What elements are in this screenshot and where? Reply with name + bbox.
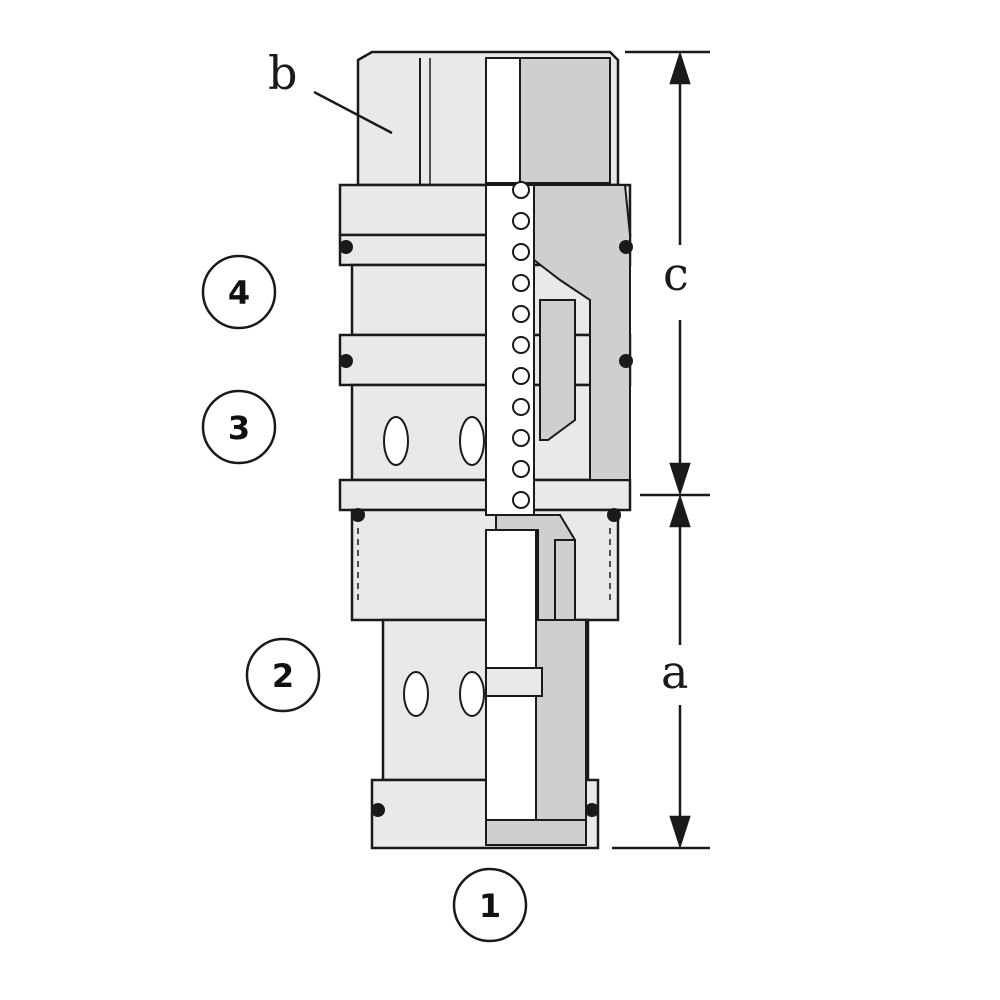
port-label-4: 4 xyxy=(228,274,250,312)
dimension-label-c: c xyxy=(663,247,689,301)
dimension-label-b: b xyxy=(268,46,297,100)
spring xyxy=(512,181,530,509)
port-marker-1: 1 xyxy=(452,867,528,943)
port-holes xyxy=(383,416,485,717)
o-ring-seals xyxy=(339,240,633,817)
port-label-3: 3 xyxy=(228,409,250,447)
port-label-1: 1 xyxy=(479,887,501,925)
port-marker-4: 4 xyxy=(201,254,277,330)
port-label-2: 2 xyxy=(272,657,294,695)
port-marker-3: 3 xyxy=(201,389,277,465)
dimension-label-a: a xyxy=(661,645,688,699)
port-marker-2: 2 xyxy=(245,637,321,713)
dimension-lines xyxy=(313,50,710,850)
